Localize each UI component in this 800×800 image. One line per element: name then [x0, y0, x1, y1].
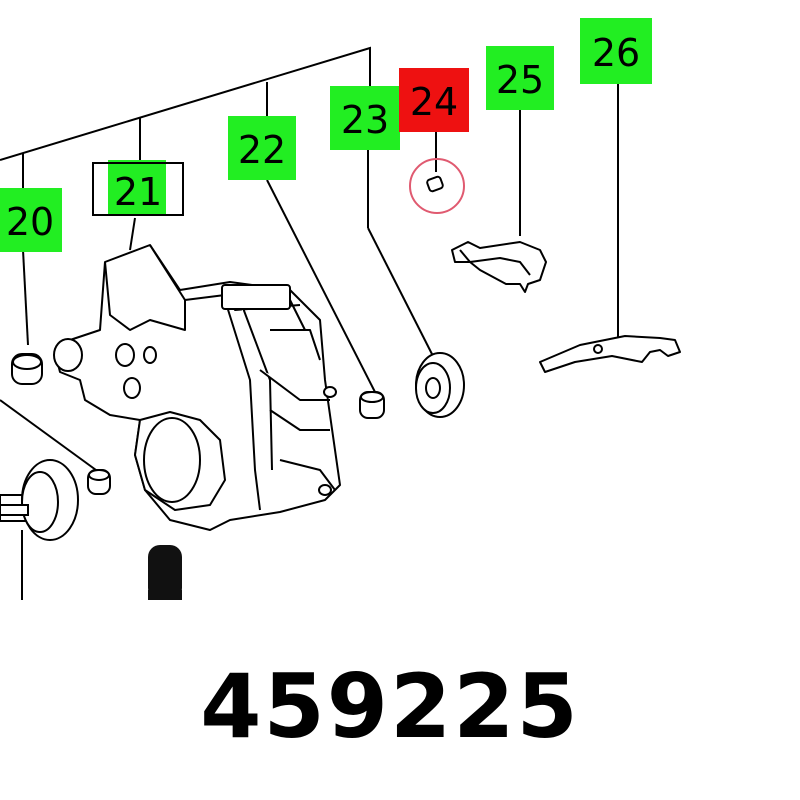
callout-25: 25 — [486, 46, 554, 110]
bushing-part — [11, 353, 43, 385]
callout-24: 24 — [399, 68, 469, 132]
callout-21: 21 — [92, 160, 184, 216]
gear-shaft-part — [0, 459, 79, 541]
callout-22-label: 22 — [238, 128, 286, 172]
gearbox-housing-part — [53, 244, 341, 531]
part-number: 459225 — [200, 655, 580, 758]
callout-23: 23 — [330, 86, 400, 150]
highlighted-set-screw — [409, 158, 465, 214]
callout-22: 22 — [228, 116, 296, 180]
sleeve-part — [359, 391, 385, 419]
callout-25-label: 25 — [496, 58, 544, 102]
leader-lines — [0, 46, 619, 600]
bracket-part — [451, 241, 547, 293]
lever-part — [539, 335, 681, 373]
callout-20: 20 — [0, 188, 62, 252]
ball-bearing-part — [415, 352, 465, 418]
pin-part — [87, 469, 111, 495]
callout-21-label: 21 — [114, 170, 162, 214]
callout-24-label: 24 — [410, 80, 458, 124]
callout-26: 26 — [580, 18, 652, 84]
callout-26-label: 26 — [592, 31, 640, 75]
dark-pin-part — [148, 545, 182, 600]
callout-23-label: 23 — [341, 98, 389, 142]
callout-20-label: 20 — [6, 200, 54, 244]
